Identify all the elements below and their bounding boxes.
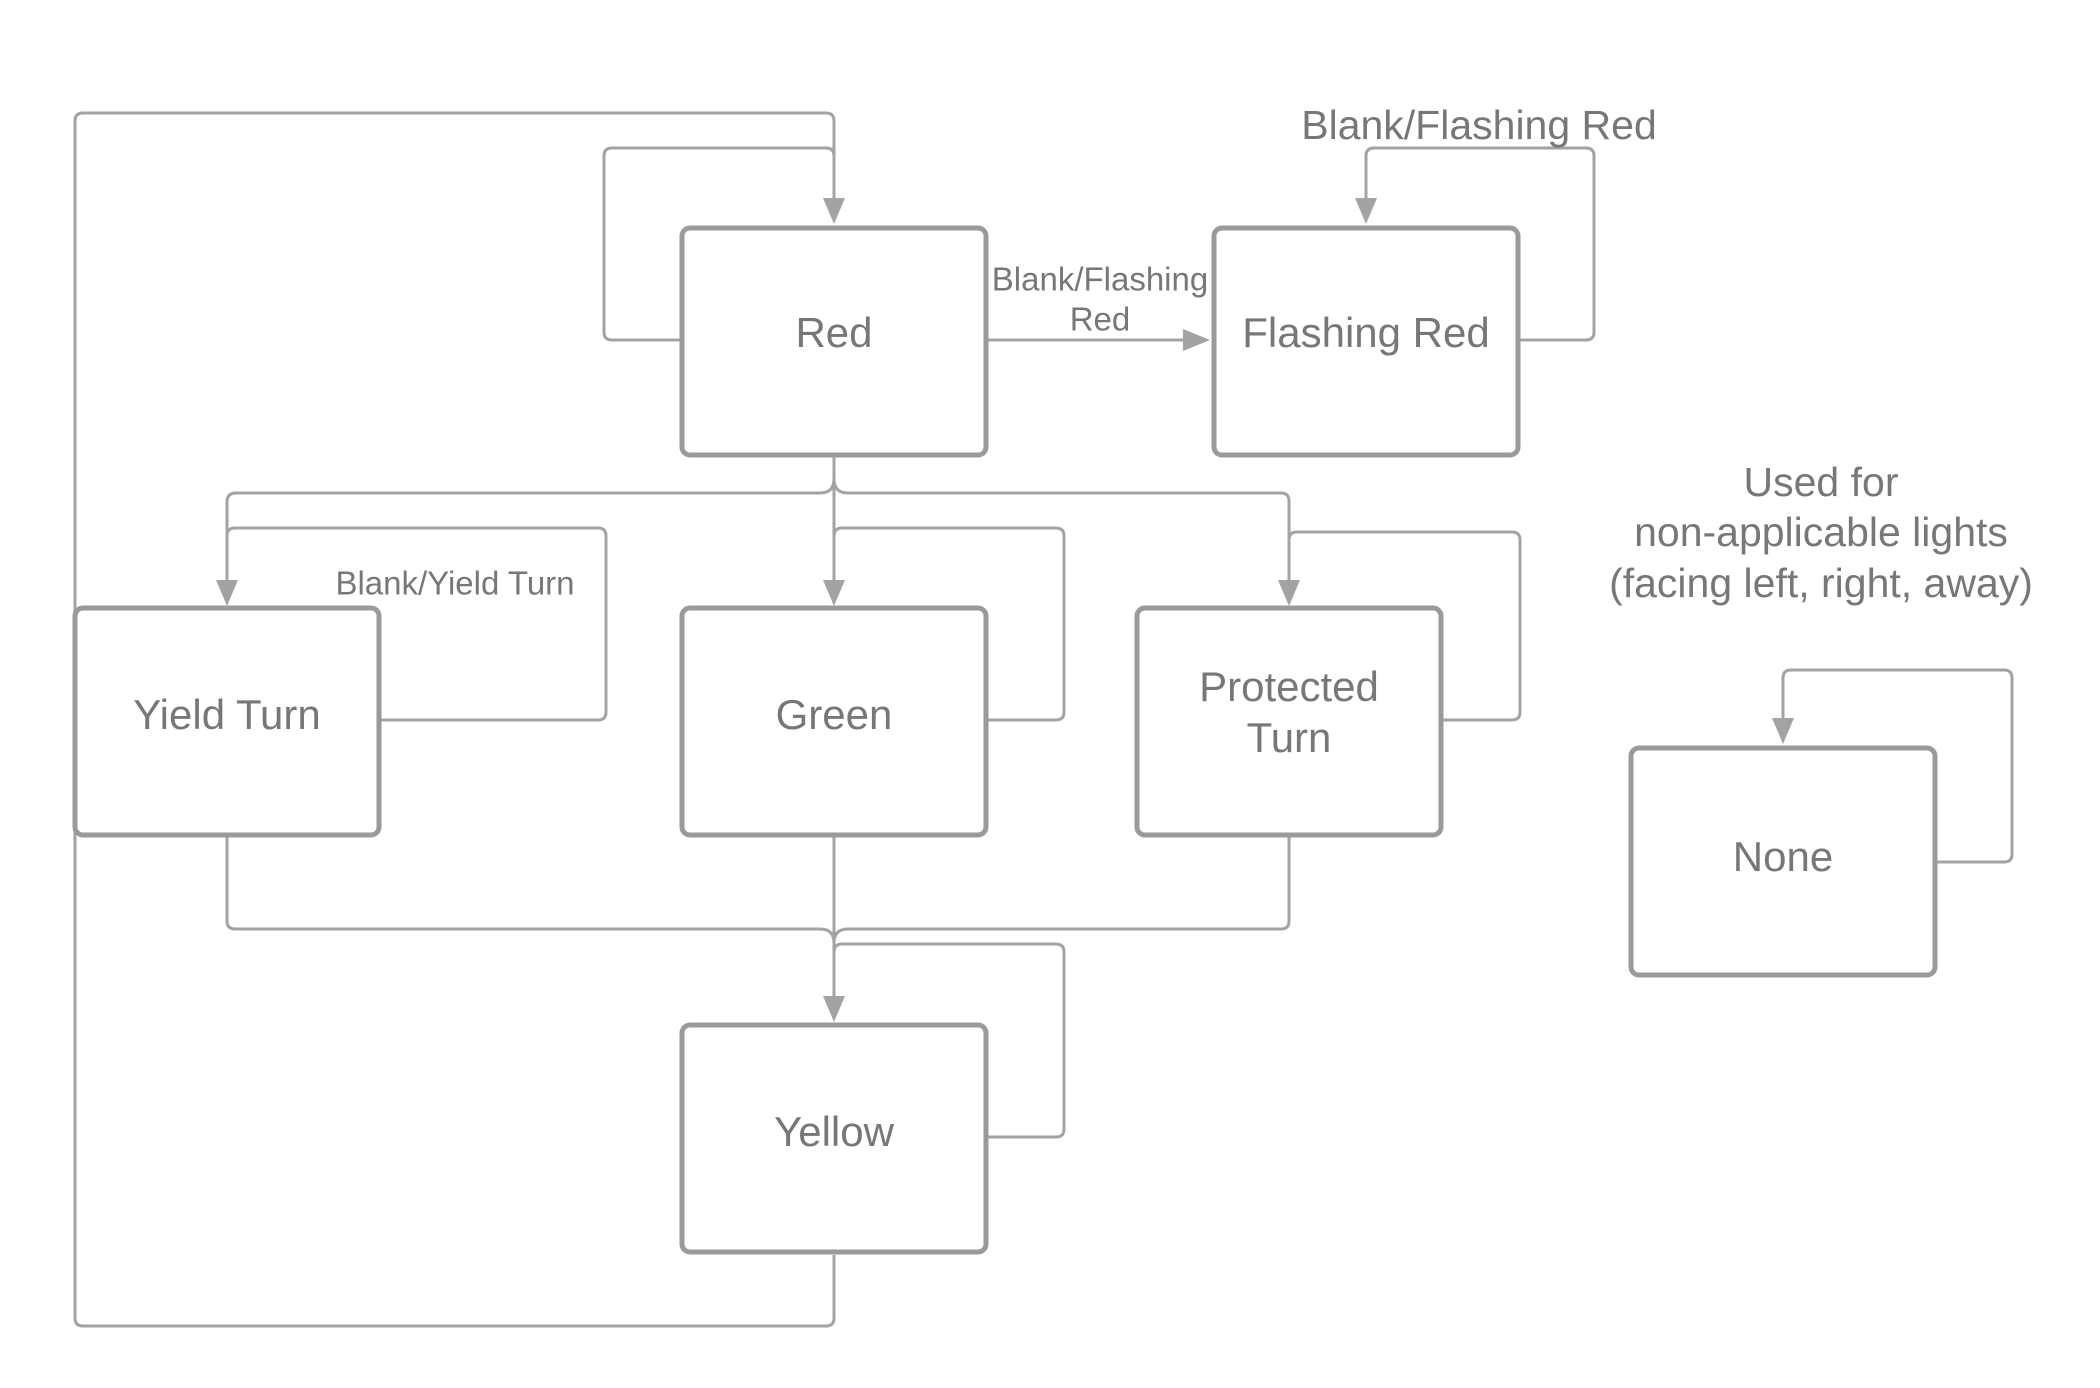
- arrowhead-flashing-left: [1183, 329, 1210, 351]
- edge-protected-to-yellow: [832, 835, 1291, 944]
- edge-red-self: [602, 146, 836, 342]
- arrowhead-yield-top: [216, 580, 238, 606]
- edge-label-flashing-self: Blank/Flashing Red: [1301, 102, 1657, 148]
- node-label-yellow: Yellow: [774, 1108, 895, 1155]
- node-label-yield-turn: Yield Turn: [133, 691, 321, 738]
- edge-protected-self: [1287, 530, 1522, 722]
- node-label-protected-turn-line1: Protected: [1199, 663, 1379, 710]
- node-box-protected-turn: [1134, 605, 1444, 838]
- note-line-2: non-applicable lights: [1634, 509, 2008, 555]
- state-node-green: Green: [679, 605, 989, 838]
- node-box-none: [1628, 745, 1938, 978]
- edge-red-to-protected: [832, 478, 1291, 580]
- node-label-red: Red: [795, 309, 872, 356]
- node-box-yield-turn: [72, 605, 382, 838]
- node-label-flashing-red: Flashing Red: [1242, 309, 1489, 356]
- arrowhead-flashing-top: [1355, 198, 1377, 224]
- state-node-yellow: Yellow: [679, 1022, 989, 1255]
- edge-label-yield-self: Blank/Yield Turn: [335, 565, 574, 602]
- node-label-protected-turn-line2: Turn: [1247, 714, 1332, 761]
- note-non-applicable: Used for non-applicable lights (facing l…: [1609, 459, 2033, 606]
- note-line-3: (facing left, right, away): [1609, 560, 2033, 606]
- state-node-flashing-red: Flashing Red: [1211, 225, 1521, 458]
- arrowhead-none-top: [1772, 718, 1794, 744]
- node-box-green: [679, 605, 989, 838]
- arrowhead-green-top: [823, 580, 845, 606]
- node-box-red: [679, 225, 989, 458]
- edge-yield-to-yellow: [225, 835, 836, 996]
- edge-label-red-to-flashing-line2: Red: [1070, 301, 1131, 338]
- node-box-flashing-red: [1211, 225, 1521, 458]
- node-label-none: None: [1733, 833, 1833, 880]
- arrowhead-red-top-a: [823, 198, 845, 224]
- state-node-protected-turn: Protected Turn: [1134, 605, 1444, 838]
- edge-red-to-branch: [225, 455, 836, 580]
- edge-yellow-self: [832, 942, 1066, 1139]
- edge-green-self: [832, 526, 1066, 722]
- arrowhead-yellow-top: [823, 996, 845, 1022]
- edge-yield-self: [225, 526, 608, 722]
- state-node-none: None: [1628, 745, 1938, 978]
- edge-label-red-to-flashing-line1: Blank/Flashing: [992, 261, 1208, 298]
- edge-none-self: [1781, 668, 2014, 864]
- node-label-green: Green: [776, 691, 893, 738]
- state-node-red: Red: [679, 225, 989, 458]
- arrowhead-protected-top: [1278, 580, 1300, 606]
- note-line-1: Used for: [1744, 459, 1899, 505]
- state-node-yield-turn: Yield Turn: [72, 605, 382, 838]
- edge-flashing-self: [1364, 146, 1596, 342]
- node-box-yellow: [679, 1022, 989, 1255]
